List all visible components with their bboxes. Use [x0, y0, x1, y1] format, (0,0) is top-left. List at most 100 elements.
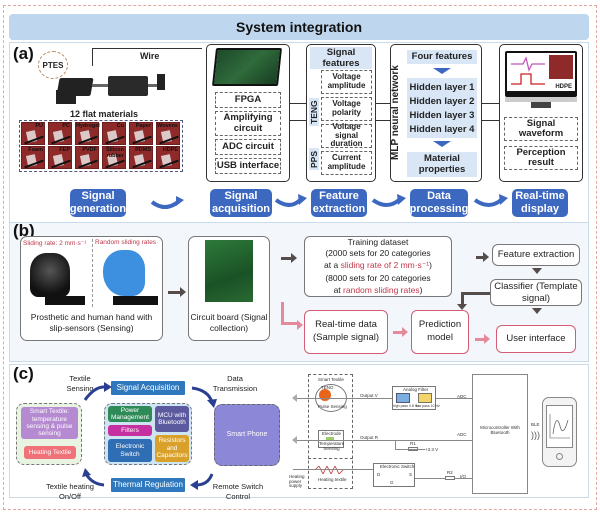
s-label: S [409, 472, 413, 477]
random-rates-label: Random sliding rates [95, 239, 157, 246]
material-label: Paper [135, 123, 151, 129]
textile-sensing-text: Textile Sensing [66, 374, 94, 393]
down-arrow-icon [433, 68, 451, 74]
textile-heating-text: Textile heating On/Off [46, 482, 94, 501]
fpga-board-image [212, 48, 282, 86]
textile-sensing-label: Textile Sensing [60, 374, 100, 394]
pink-arrow-head [484, 334, 490, 344]
realtime-data-text: Real-time data (Sample signal) [313, 319, 379, 343]
wire [293, 398, 473, 399]
mlp-side-label-text: MLP neural network [390, 65, 401, 161]
pink-arrow-head [402, 327, 408, 337]
g-label: G [390, 480, 394, 485]
signal-acquisition-text: Signal Acquisition [116, 383, 180, 393]
text: Heating power supply [289, 474, 305, 488]
highlight-text: sliding rate of 2 mm·s⁻¹ [340, 259, 430, 270]
monitor-icon: HDPE [505, 51, 577, 97]
material-tile: PU [21, 122, 45, 145]
material-label: Hydrogel [76, 123, 100, 129]
temp-sensing-label: Temperature Sensing [319, 441, 345, 451]
material-label: PC [62, 123, 70, 129]
perception-result-box: Perception result [504, 146, 578, 170]
curved-arrow-icon [150, 200, 180, 209]
training-line: at a sliding rate of 2 mm·s⁻¹) [324, 260, 432, 271]
curved-arrow-icon [83, 385, 107, 401]
textile-heating-label: Textile heating On/Off [40, 482, 100, 502]
data-transmission-label: Data Transmission [210, 374, 260, 394]
material-label: Silicon rubber [105, 147, 124, 159]
thermistor-icon [326, 437, 334, 441]
ble-label: BLE [531, 422, 540, 427]
module-text: Resistors and Capacitors [156, 437, 188, 460]
material-tile: PVDF [75, 146, 99, 169]
down-arrow-icon [532, 268, 542, 274]
sensor-pad [45, 296, 85, 305]
phone-home-button [556, 453, 563, 460]
feature-item: Voltage polarity [321, 97, 372, 121]
microcontroller-box [472, 374, 528, 494]
human-hand-glove-image [103, 250, 145, 296]
feature-item: Voltage signal duration [321, 122, 372, 148]
adc-label: ADC [457, 394, 467, 399]
remote-switch-text: Remote Switch Control [212, 482, 264, 501]
electrode-label: Electrode [322, 431, 342, 436]
heating-textile-box: Heating Textile [24, 446, 76, 459]
r2-label: R2 [447, 470, 453, 475]
feature-extraction-box: Feature extraction [492, 244, 580, 266]
analog-filter-label: Analog Filter [403, 387, 429, 392]
cycle-arrows [82, 382, 217, 490]
slider-block-right [108, 76, 148, 96]
step-real-time-display: Real-time display [512, 189, 568, 217]
heating-textile-text: Heating Textile [28, 448, 72, 456]
board-caption: Circuit board (Signal collection) [190, 312, 268, 335]
gray-arrow-head [180, 287, 186, 297]
smart-phone-text: Smart Phone [226, 430, 268, 438]
wire [293, 440, 473, 441]
step-text: Signal acquisition [211, 190, 271, 215]
training-line: at random sliding rates) [334, 285, 423, 296]
material-label: Foam [28, 147, 43, 153]
low-pass-label: low pass 10 Hz [416, 404, 440, 408]
material-label: PU [35, 123, 43, 129]
hidden-layer: Hidden layer 2 [409, 96, 475, 107]
gray-arrow-icon [281, 257, 293, 260]
monitor-screen: HDPE [507, 53, 575, 91]
feature-item: Voltage amplitude [321, 70, 372, 94]
hidden-layer: Hidden layer 4 [409, 124, 475, 135]
material-tile: Paper [129, 122, 153, 145]
adc-label: ADC [457, 432, 467, 437]
slider-block-left-base [56, 90, 76, 104]
prosthetic-hand-image [30, 253, 70, 297]
monitor-chin [505, 97, 577, 102]
training-line: (8000 sets for 20 categories [325, 273, 431, 284]
highlight-text: random sliding rates [343, 284, 420, 295]
text: at a [324, 259, 341, 270]
pink-arrow-icon [475, 338, 485, 341]
down-arrow-icon [433, 141, 451, 147]
smart-textile-box: Smart Textile: temperature sensing & pul… [21, 407, 78, 439]
user-interface-text: User interface [506, 332, 566, 344]
connector-line [482, 120, 499, 121]
d-label: D [377, 472, 381, 477]
electronic-switch-box [373, 463, 415, 487]
material-label: PDMS [135, 147, 151, 153]
hardware-item: Amplifying circuit [215, 111, 281, 136]
connector-line [290, 120, 306, 121]
down-arrow-icon [532, 308, 542, 314]
module-power-management: Power Management [108, 406, 152, 422]
output-r-label: Output R [360, 435, 379, 440]
feature-item: Current amplitude [321, 151, 372, 175]
material-tile: PC [48, 122, 72, 145]
panel-c-label: (c) [13, 364, 34, 383]
hardware-item: FPGA [215, 92, 281, 108]
wire [410, 478, 473, 479]
ptes-label: PTES [42, 60, 64, 70]
module-mcu-bluetooth: MCU with Bluetooth [155, 406, 189, 432]
hand-caption: Prosthetic and human hand with slip-sens… [22, 312, 161, 335]
text: Temperature Sensing [319, 441, 345, 451]
pps-label-text: PPS [309, 150, 319, 168]
pink-arrow-icon [393, 331, 403, 334]
material-label: Wovens [157, 123, 178, 129]
material-label: HDPE [162, 147, 178, 153]
teng-label: TENG [309, 98, 319, 126]
